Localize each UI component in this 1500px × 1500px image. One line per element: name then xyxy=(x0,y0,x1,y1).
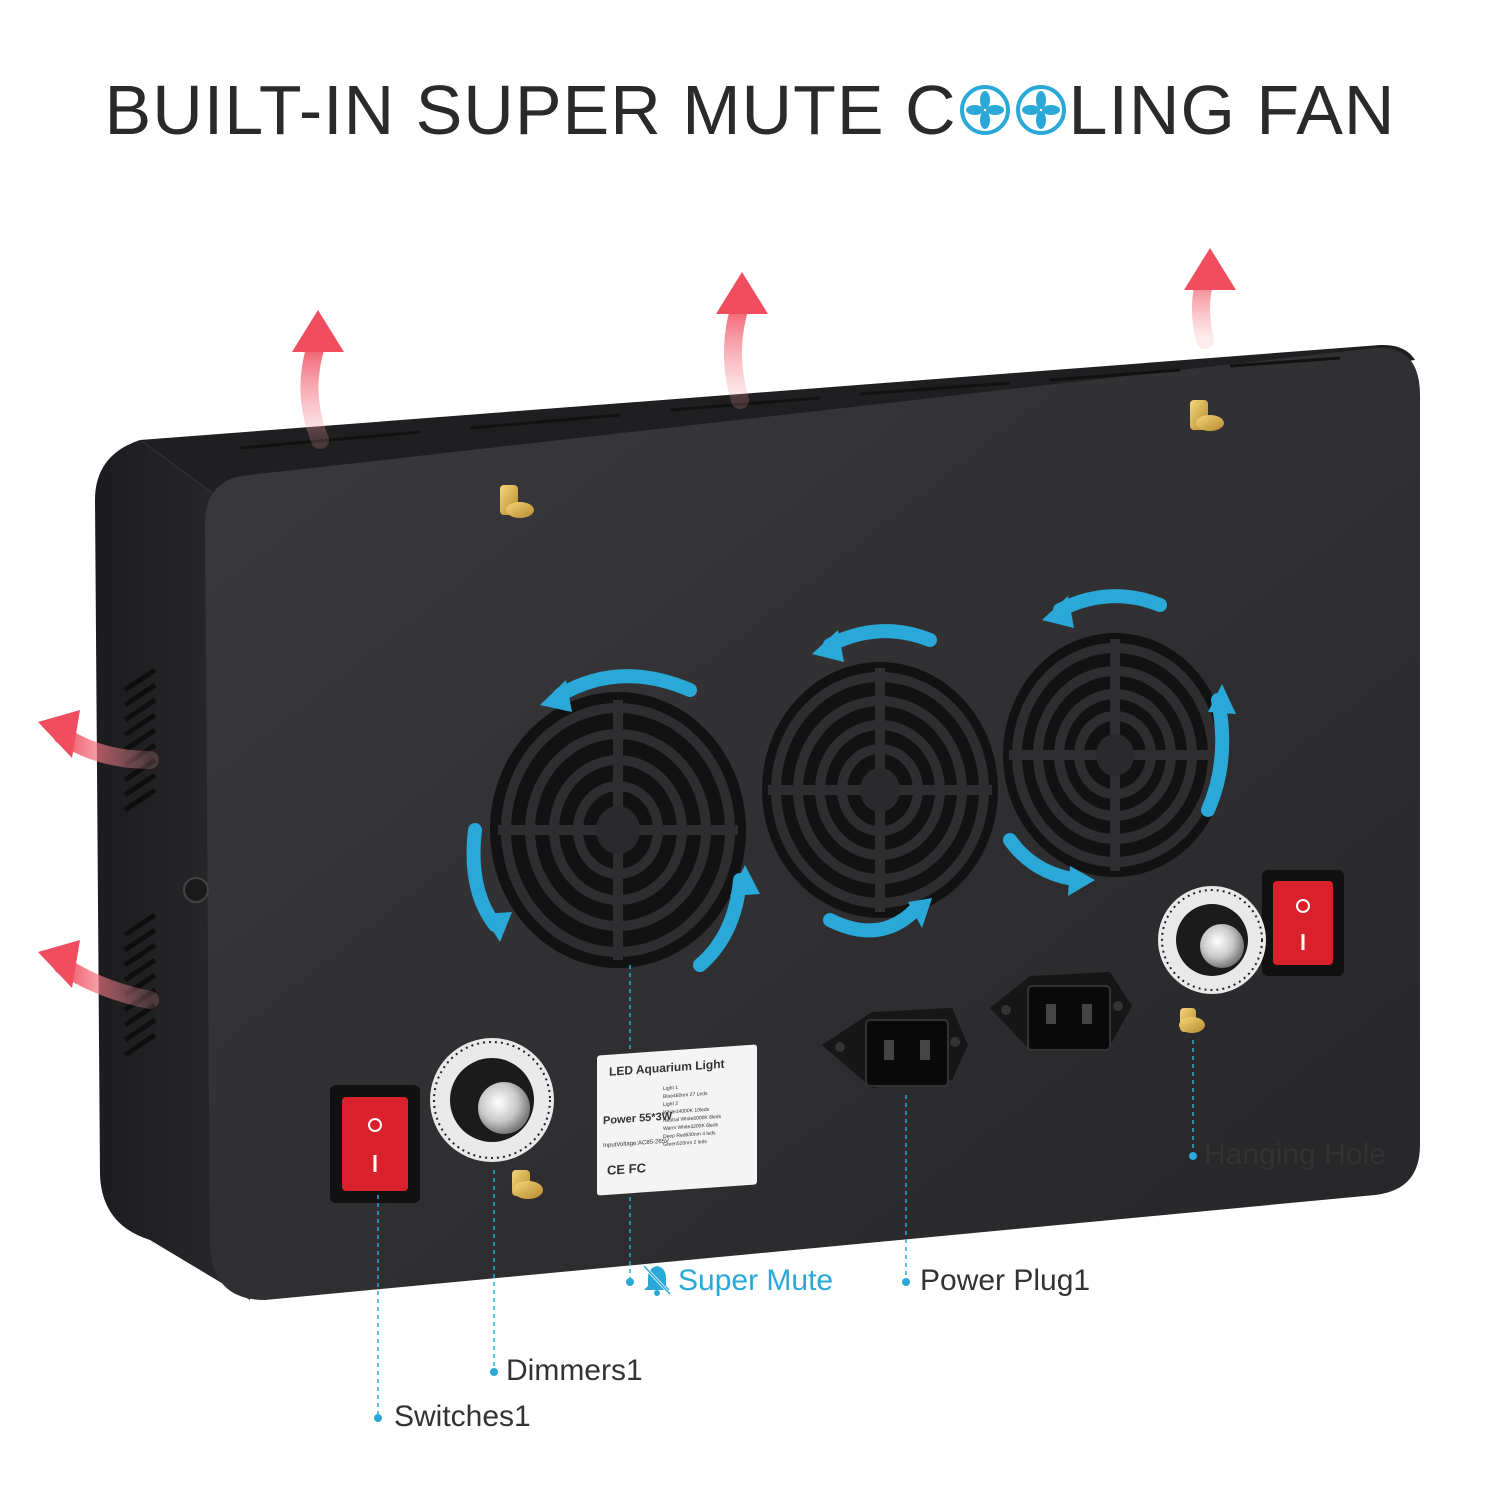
product-label-spec: Light 1 Blue460nm 27 Leds Light 2 White1… xyxy=(663,1084,722,1148)
product-label-voltage: InputVoltage:AC85-265V xyxy=(603,1138,670,1150)
power-plug xyxy=(990,972,1132,1051)
callout-dot xyxy=(1189,1152,1197,1160)
cooling-fan xyxy=(490,692,746,968)
callout-dot xyxy=(374,1414,382,1422)
fan-icon xyxy=(1015,85,1066,135)
fan-icon xyxy=(959,85,1010,135)
headline-text-1: BUILT-IN SUPER MUTE C xyxy=(104,71,957,149)
callout-power-plug: Power Plug1 xyxy=(920,1264,1091,1297)
callout-hanging-hole: Hanging Hole xyxy=(1204,1138,1386,1171)
power-switch xyxy=(330,1085,420,1203)
headline-text-2: LING FAN xyxy=(1068,71,1396,149)
product-label: LED Aquarium Light Power 55*3W InputVolt… xyxy=(597,1044,757,1196)
cooling-fan xyxy=(762,662,998,918)
hanging-pins xyxy=(500,400,1224,1199)
product-label-title: LED Aquarium Light xyxy=(609,1056,725,1079)
cooling-fan xyxy=(1003,633,1227,877)
dimmer-knob xyxy=(1158,886,1266,994)
callout-dot xyxy=(902,1278,910,1286)
headline: BUILT-IN SUPER MUTE C LING FAN xyxy=(0,70,1500,150)
callout-dimmers: Dimmers1 xyxy=(506,1354,643,1387)
callout-dot xyxy=(626,1278,634,1286)
callout-switches: Switches1 xyxy=(394,1400,531,1433)
callout-super-mute: Super Mute xyxy=(678,1264,834,1297)
product-label-power: Power 55*3W xyxy=(603,1110,673,1128)
callout-dot xyxy=(490,1368,498,1376)
power-plug xyxy=(822,1008,968,1088)
product-label-marks: CE FC xyxy=(607,1160,646,1178)
power-switch xyxy=(1262,870,1344,976)
mute-bell-icon xyxy=(642,1264,672,1296)
dimmer-knob xyxy=(430,1038,554,1162)
leader-lines xyxy=(377,965,1194,1418)
